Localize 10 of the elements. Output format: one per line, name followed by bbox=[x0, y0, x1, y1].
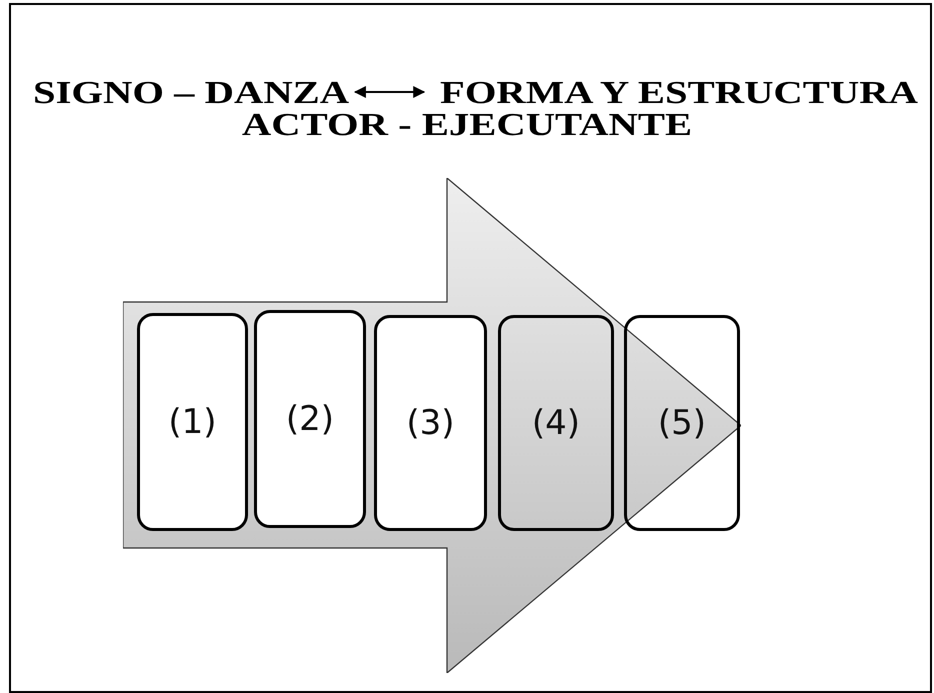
stage-box bbox=[137, 313, 248, 531]
stage-number: (4) bbox=[532, 403, 580, 443]
stage-number: (3) bbox=[406, 403, 455, 443]
stage-box bbox=[498, 315, 614, 531]
double-arrow bbox=[354, 86, 426, 98]
stage-number: (1) bbox=[168, 402, 217, 442]
stage-number: (2) bbox=[286, 399, 334, 439]
stage-box bbox=[254, 310, 366, 528]
stage-box bbox=[374, 315, 487, 531]
stage-number: (5) bbox=[658, 403, 706, 443]
